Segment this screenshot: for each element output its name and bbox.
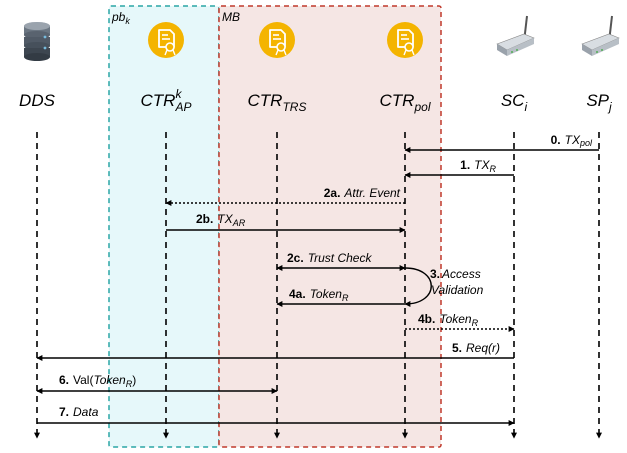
svg-text:Validation: Validation (431, 283, 484, 297)
svg-text:4a.TokenR: 4a.TokenR (289, 287, 349, 303)
group-label-pb: pbk (111, 10, 130, 26)
actor-label-ctr-trs: CTRTRS (248, 91, 307, 114)
message-5: 5.Req(r) (36, 341, 514, 361)
message-2b: 2b.TXAR (166, 212, 406, 233)
database-icon (24, 22, 50, 61)
message-2a: 2a.Attr. Event (165, 186, 405, 206)
svg-text:7.Data: 7.Data (59, 405, 99, 419)
group-box-mb (218, 5, 442, 448)
svg-text:1.TXR: 1.TXR (460, 158, 496, 174)
svg-text:2a.Attr. Event: 2a.Attr. Event (324, 186, 401, 200)
message-3-self: 3.Access Validation (404, 267, 484, 307)
certificate-icon (387, 22, 423, 58)
svg-text:4b.TokenR: 4b.TokenR (418, 312, 479, 328)
svg-text:2b.TXAR: 2b.TXAR (196, 212, 246, 228)
certificate-icon (148, 22, 184, 58)
certificate-icon (259, 22, 295, 58)
svg-text:5.Req(r): 5.Req(r) (452, 341, 500, 355)
message-2c: 2c.Trust Check (276, 251, 406, 271)
message-4a: 4a.TokenR (276, 287, 405, 307)
svg-text:0.TXpol: 0.TXpol (551, 133, 593, 148)
actor-label-sc: SCi (501, 91, 528, 114)
actor-label-ctr-pol: CTRpol (380, 91, 431, 114)
svg-text:2c.Trust Check: 2c.Trust Check (287, 251, 372, 265)
message-6: 6.Val(TokenR) (36, 373, 278, 394)
svg-text:6.Val(TokenR): 6.Val(TokenR) (59, 373, 136, 389)
message-1: 1.TXR (404, 158, 514, 178)
group-label-mb: MB (222, 10, 240, 24)
svg-text:3.Access: 3.Access (430, 267, 481, 281)
message-4b: 4b.TokenR (405, 312, 515, 332)
message-7: 7.Data (37, 405, 515, 426)
router-icon (581, 15, 620, 56)
router-icon (496, 15, 535, 56)
message-0: 0.TXpol (404, 133, 599, 153)
actor-label-sp: SPj (586, 91, 612, 114)
actor-label-dds: DDS (19, 91, 56, 110)
